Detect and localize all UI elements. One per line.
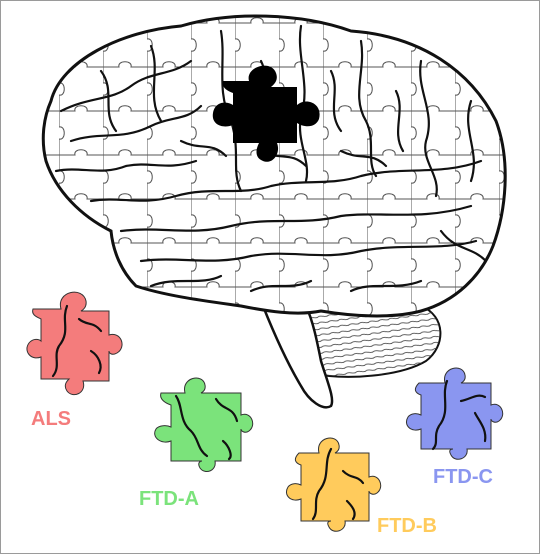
label-ftd-c: FTD-C (433, 466, 493, 488)
label-ftd-a: FTD-A (139, 488, 199, 510)
puzzle-piece-icon (26, 291, 123, 396)
missing-puzzle-piece (212, 65, 320, 162)
brain-stem (261, 304, 334, 409)
puzzle-piece-icon (406, 367, 504, 460)
brain-icon (41, 14, 507, 318)
label-ftd-b: FTD-B (377, 515, 437, 537)
puzzle-piece-icon (154, 377, 254, 472)
label-als: ALS (31, 408, 71, 430)
puzzle-piece-icon (286, 437, 382, 532)
